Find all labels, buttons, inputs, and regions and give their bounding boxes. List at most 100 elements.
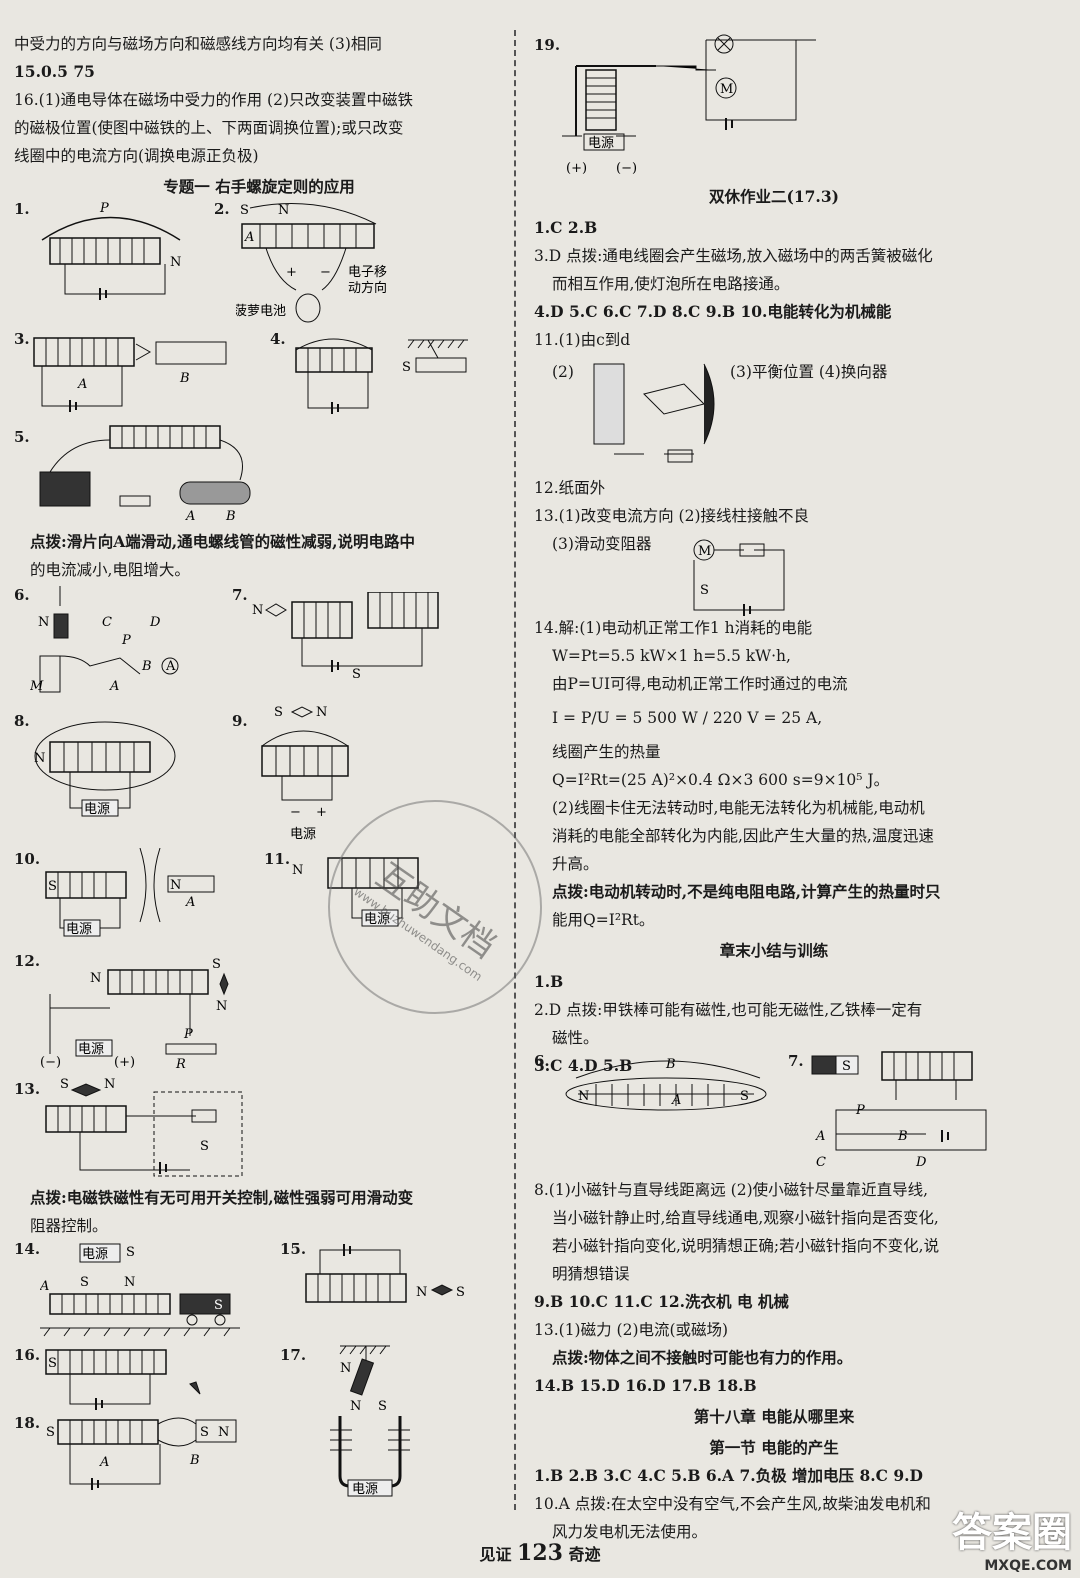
figure-summary-7: S A P B C D <box>806 1050 1006 1170</box>
text-line: 8.(1)小磁针与直导线距离远 (2)使小磁针尽量靠近直导线, <box>534 1181 929 1199</box>
tip-line: 点拨:电磁铁磁性有无可用开关控制,磁性强弱可用滑动变 <box>30 1184 413 1212</box>
figure-3: A B <box>30 330 240 420</box>
text-line: 1.C 2.B <box>534 218 598 237</box>
label-a: A <box>77 377 87 392</box>
label-n: N <box>350 1399 361 1414</box>
column-divider <box>514 30 516 1510</box>
motor-coil-figure <box>593 363 715 463</box>
label-s: S <box>352 667 361 682</box>
question-number: 17. <box>280 1346 307 1364</box>
label-minus: − <box>320 265 331 280</box>
label-p: P <box>855 1103 865 1118</box>
text-line: 1.B <box>534 972 564 991</box>
label-power: 电源 <box>84 802 110 817</box>
label-b: B <box>665 1057 676 1072</box>
tip-text: 点拨:电磁铁磁性有无可用开关控制,磁性强弱可用滑动变 <box>30 1188 414 1207</box>
figure-9: S N − + 电源 <box>252 706 372 846</box>
label-power: 电源 <box>66 922 92 937</box>
label-d: D <box>149 615 161 630</box>
circuit-figure: M S <box>693 539 785 616</box>
question-number: 8. <box>14 712 30 730</box>
label-p: P <box>99 201 109 216</box>
figure-1: P N <box>30 200 200 310</box>
label-s: S <box>274 706 283 720</box>
question-number: 4. <box>270 330 286 348</box>
text-line: 9.B 10.C 11.C 12.洗衣机 电 机械 <box>534 1292 789 1311</box>
label-s: S <box>240 203 249 218</box>
label-plus: + <box>316 805 327 820</box>
label-n: N <box>578 1089 589 1104</box>
figure-16: S <box>40 1344 220 1414</box>
figure-6: N C D P A M A B <box>30 586 210 696</box>
text-line: 风力发电机无法使用。 <box>552 1523 708 1541</box>
label-n: N <box>104 1077 115 1092</box>
text-line: 线圈产生的热量 <box>552 743 661 761</box>
question-number: 18. <box>14 1414 41 1432</box>
label-s: S <box>200 1139 209 1154</box>
label-a: A <box>671 1093 681 1108</box>
label-a: A <box>185 509 195 520</box>
label-s: S <box>378 1399 387 1414</box>
figure-15: N S <box>300 1240 480 1330</box>
figure-2: S N A + − 菠萝电池 电子移 动方向 <box>236 200 396 330</box>
label-s: S <box>456 1285 465 1300</box>
tip-line: 的电流减小,电阻增大。 <box>30 561 190 579</box>
label-m: M <box>30 679 44 694</box>
label-p: P <box>183 1027 193 1042</box>
label-pplus: (+) <box>114 1055 135 1068</box>
text-line: 若小磁针指向变化,说明猜想正确;若小磁针指向不变化,说 <box>552 1237 940 1255</box>
answer-13-figure: (3)滑动变阻器 M S <box>534 530 1014 616</box>
text-line: I = P/U = 5 500 W / 220 V = 25 A, <box>552 709 823 727</box>
label-power: 电源 <box>78 1042 104 1057</box>
section-title: 专题一 右手螺旋定则的应用 <box>163 177 355 196</box>
figure-14: 电源 S A S N S <box>40 1236 250 1346</box>
question-number: 16. <box>14 1346 41 1364</box>
left-column: 中受力的方向与磁场方向和磁感线方向均有关 (3)相同 15.0.5 75 16.… <box>14 30 504 204</box>
label-n: N <box>38 615 49 630</box>
label-power: 电源 <box>364 912 390 927</box>
right-column-bottom: 8.(1)小磁针与直导线距离远 (2)使小磁针尽量靠近直导线, 当小磁针静止时,… <box>534 1176 1014 1546</box>
question-number: 5. <box>14 428 30 446</box>
label-n: N <box>124 1275 135 1290</box>
label-n: N <box>292 863 303 878</box>
label-a: A <box>109 679 119 694</box>
text-line: 4.D 5.C 6.C 7.D 8.C 9.B 10.电能转化为机械能 <box>534 302 892 321</box>
text-line: W=Pt=5.5 kW×1 h=5.5 kW·h, <box>552 647 791 665</box>
text-line: 13.(1)磁力 (2)电流(或磁场) <box>534 1321 729 1339</box>
text-line: Q=I²Rt=(25 A)²×0.4 Ω×3 600 s=9×10⁵ J。 <box>552 771 890 789</box>
question-number: 11. <box>264 850 291 868</box>
watermark-url: MXQE.COM <box>984 1558 1072 1574</box>
text-line: 中受力的方向与磁场方向和磁感线方向均有关 (3)相同 <box>14 35 382 53</box>
section-title: 双休作业二(17.3) <box>709 187 839 206</box>
tip-line: 点拨:电动机转动时,不是纯电阻电路,计算产生的热量时只 <box>552 882 941 901</box>
label-c: C <box>102 615 112 630</box>
text-line: 当小磁针静止时,给直导线通电,观察小磁针指向是否变化, <box>552 1209 939 1227</box>
watermark-logo-text: 答案圈 <box>952 1510 1072 1556</box>
question-number: 7. <box>232 586 248 604</box>
label-b: B <box>179 371 190 386</box>
sub-label: (2) <box>552 363 574 381</box>
label-n: N <box>170 878 181 893</box>
label-s: S <box>80 1275 89 1290</box>
label-p: P <box>121 633 131 648</box>
label-s: S <box>212 957 221 972</box>
label-plus: (+) <box>566 161 587 176</box>
figure-19: M 电源 (+) (−) <box>556 30 816 180</box>
answer-11-figure: (2) (3)平衡位置 (4)换向器 <box>534 354 1014 474</box>
site-watermark: 答案圈 MXQE.COM <box>952 1500 1072 1574</box>
text-line: 的磁极位置(使图中磁铁的上、下两面调换位置);或只改变 <box>14 119 404 137</box>
label-n: N <box>340 1361 351 1376</box>
question-number: 15. <box>280 1240 307 1258</box>
figure-12: N S N 电源 (−) (+) P R <box>40 948 250 1068</box>
question-number: 9. <box>232 712 248 730</box>
question-number: 19. <box>534 36 561 54</box>
label-s: S <box>200 1425 209 1440</box>
question-number: 6. <box>534 1052 550 1070</box>
sub-text: (3)滑动变阻器 <box>552 535 652 553</box>
figure-5: A B <box>30 420 270 520</box>
figure-18: S S N B A <box>40 1410 250 1500</box>
label-pminus: (−) <box>40 1055 61 1068</box>
text-line: 线圈中的电流方向(调换电源正负极) <box>14 147 259 165</box>
label-s: S <box>126 1245 135 1260</box>
label-minus: (−) <box>616 161 637 176</box>
